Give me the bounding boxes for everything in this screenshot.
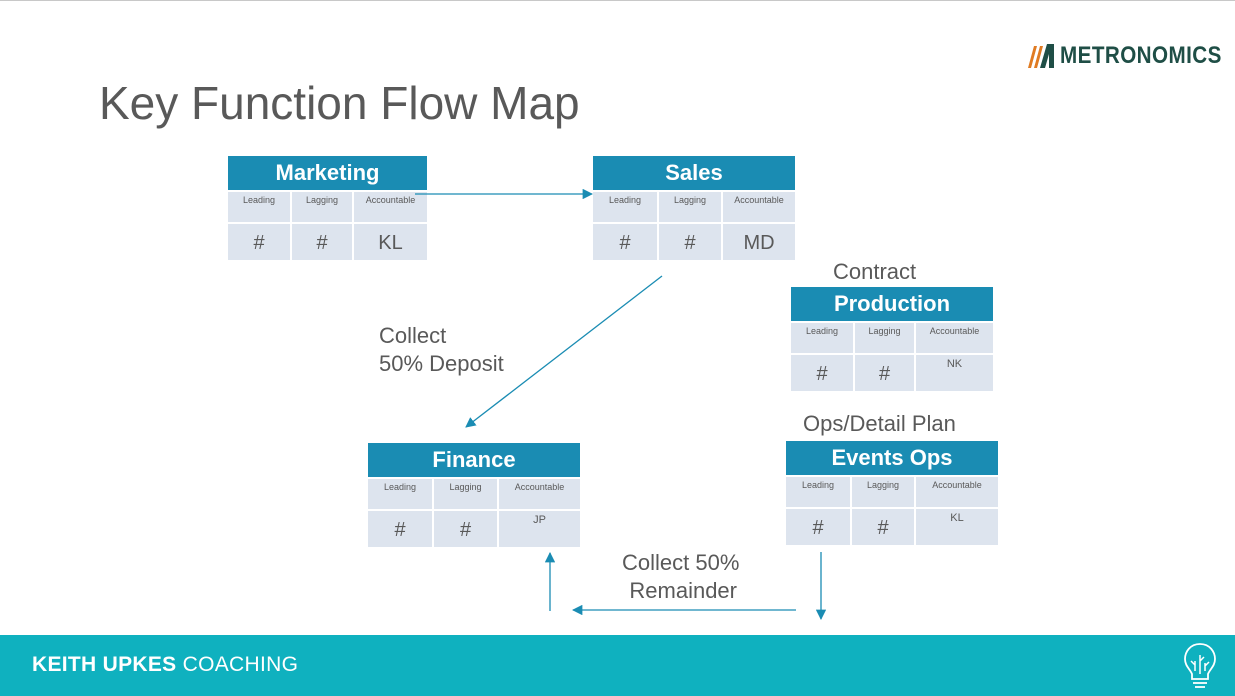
collect-deposit-line-1: Collect: [379, 323, 447, 348]
collect-remainder-line-1: Collect 50%: [622, 550, 740, 575]
lagging-value: #: [659, 224, 721, 260]
lagging-header: Lagging: [434, 479, 497, 509]
logo-text: METRONOMICS: [1060, 42, 1222, 69]
top-border: [0, 0, 1235, 1]
lagging-value: #: [292, 224, 352, 260]
leading-value: #: [786, 509, 850, 545]
lagging-value: #: [852, 509, 914, 545]
leading-header: Leading: [791, 323, 853, 353]
events-ops-header: Events Ops: [786, 441, 998, 475]
lagging-header: Lagging: [855, 323, 914, 353]
lagging-header: Lagging: [852, 477, 914, 507]
accountable-value: KL: [354, 224, 427, 260]
collect-deposit-line-2: 50% Deposit: [379, 351, 504, 376]
accountable-header: Accountable: [354, 192, 427, 222]
sales-box: Sales Leading Lagging Accountable # # MD: [593, 156, 795, 260]
leading-header: Leading: [593, 192, 657, 222]
collect-deposit-label: Collect 50% Deposit: [379, 322, 504, 378]
footer-bar: KEITH UPKES COACHING: [0, 635, 1235, 696]
sales-header: Sales: [593, 156, 795, 190]
leading-header: Leading: [368, 479, 432, 509]
arrow-sales-to-finance: [465, 275, 663, 428]
production-header: Production: [791, 287, 993, 321]
slide-title: Key Function Flow Map: [99, 77, 580, 129]
lagging-value: #: [434, 511, 497, 547]
marketing-box: Marketing Leading Lagging Accountable # …: [228, 156, 427, 260]
finance-header: Finance: [368, 443, 580, 477]
collect-remainder-label: Collect 50% Remainder: [622, 549, 739, 605]
lightbulb-icon: [1184, 643, 1216, 688]
footer-brand: KEITH UPKES COACHING: [32, 653, 298, 677]
finance-box: Finance Leading Lagging Accountable # # …: [368, 443, 580, 547]
production-box: Production Leading Lagging Accountable #…: [791, 287, 993, 391]
leading-value: #: [228, 224, 290, 260]
accountable-header: Accountable: [916, 477, 998, 507]
leading-header: Leading: [786, 477, 850, 507]
accountable-header: Accountable: [723, 192, 795, 222]
collect-remainder-line-2: Remainder: [629, 578, 737, 603]
lagging-header: Lagging: [659, 192, 721, 222]
lagging-header: Lagging: [292, 192, 352, 222]
accountable-header: Accountable: [916, 323, 993, 353]
footer-brand-bold: KEITH UPKES: [32, 653, 177, 676]
metronomics-logo-icon: [1028, 44, 1054, 68]
metronomics-logo: METRONOMICS: [1024, 42, 1235, 70]
contract-label: Contract: [833, 259, 917, 284]
events-ops-box: Events Ops Leading Lagging Accountable #…: [786, 441, 998, 545]
marketing-header: Marketing: [228, 156, 427, 190]
leading-value: #: [368, 511, 432, 547]
accountable-header: Accountable: [499, 479, 580, 509]
accountable-value: JP: [499, 511, 580, 547]
leading-value: #: [593, 224, 657, 260]
accountable-value: MD: [723, 224, 795, 260]
leading-value: #: [791, 355, 853, 391]
accountable-value: NK: [916, 355, 993, 391]
leading-header: Leading: [228, 192, 290, 222]
lagging-value: #: [855, 355, 914, 391]
ops-plan-label: Ops/Detail Plan: [803, 411, 956, 436]
footer-brand-light: COACHING: [176, 653, 299, 676]
accountable-value: KL: [916, 509, 998, 545]
